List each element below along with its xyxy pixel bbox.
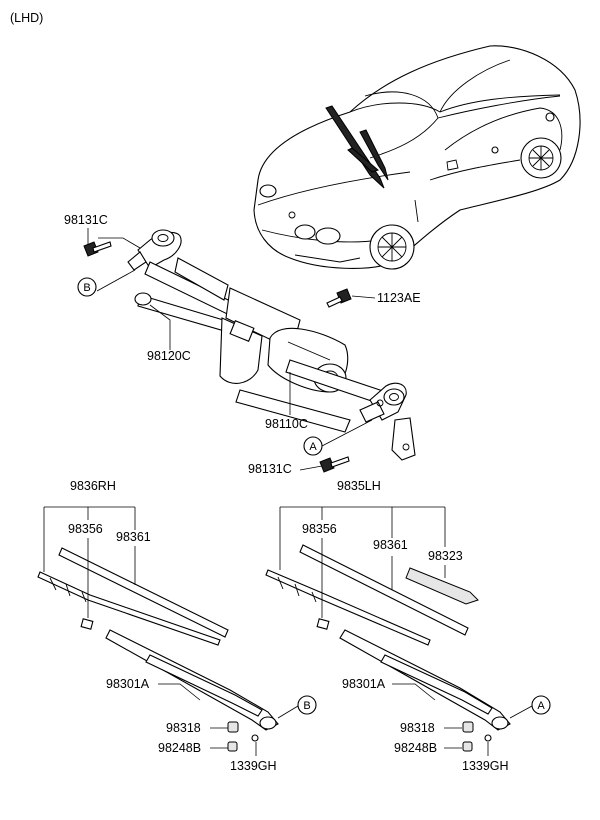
part-label-98248b-lh: 98248B (394, 741, 437, 755)
part-label-98110c: 98110C (265, 417, 308, 431)
callout-b-bottom: B (297, 695, 317, 715)
linkage-assembly (127, 229, 416, 461)
bolt-98131c-bottom (319, 456, 350, 473)
part-label-1339gh-lh: 1339GH (462, 759, 509, 773)
part-label-1123ae: 1123AE (377, 291, 421, 305)
part-label-98361-lh: 98361 (373, 538, 408, 552)
part-label-98120c: 98120C (147, 349, 191, 363)
svg-text:A: A (309, 441, 317, 453)
svg-text:A: A (537, 700, 545, 712)
part-label-98318-lh: 98318 (400, 721, 435, 735)
bolt-98131c-top (83, 241, 112, 257)
part-label-9835lh: 9835LH (337, 479, 381, 493)
part-label-1339gh-rh: 1339GH (230, 759, 277, 773)
part-label-98323: 98323 (428, 549, 463, 563)
part-label-98248b-rh: 98248B (158, 741, 201, 755)
part-label-98318-rh: 98318 (166, 721, 201, 735)
part-label-98356-lh: 98356 (302, 522, 337, 536)
variant-label: (LHD) (10, 11, 43, 25)
car-illustration (253, 45, 581, 270)
part-label-98356-rh: 98356 (68, 522, 103, 536)
part-label-98131c-bottom: 98131C (248, 462, 292, 476)
callout-a-bottom: A (531, 695, 551, 715)
callout-a-mid: A (303, 436, 323, 456)
svg-text:B: B (303, 700, 310, 712)
blade-rh (37, 547, 229, 646)
part-label-98301a-rh: 98301A (106, 677, 150, 691)
svg-text:B: B (83, 282, 90, 294)
arm-lh (339, 629, 511, 752)
bolt-1123ae (326, 288, 352, 308)
part-label-9836rh: 9836RH (70, 479, 116, 493)
callout-b-top: B (77, 277, 97, 297)
leader-lines (43, 228, 533, 756)
blade-lh (265, 544, 479, 646)
part-label-98301a-lh: 98301A (342, 677, 386, 691)
arm-rh (105, 629, 279, 752)
part-label-98131c-top: 98131C (64, 213, 108, 227)
part-label-98361-rh: 98361 (116, 530, 151, 544)
